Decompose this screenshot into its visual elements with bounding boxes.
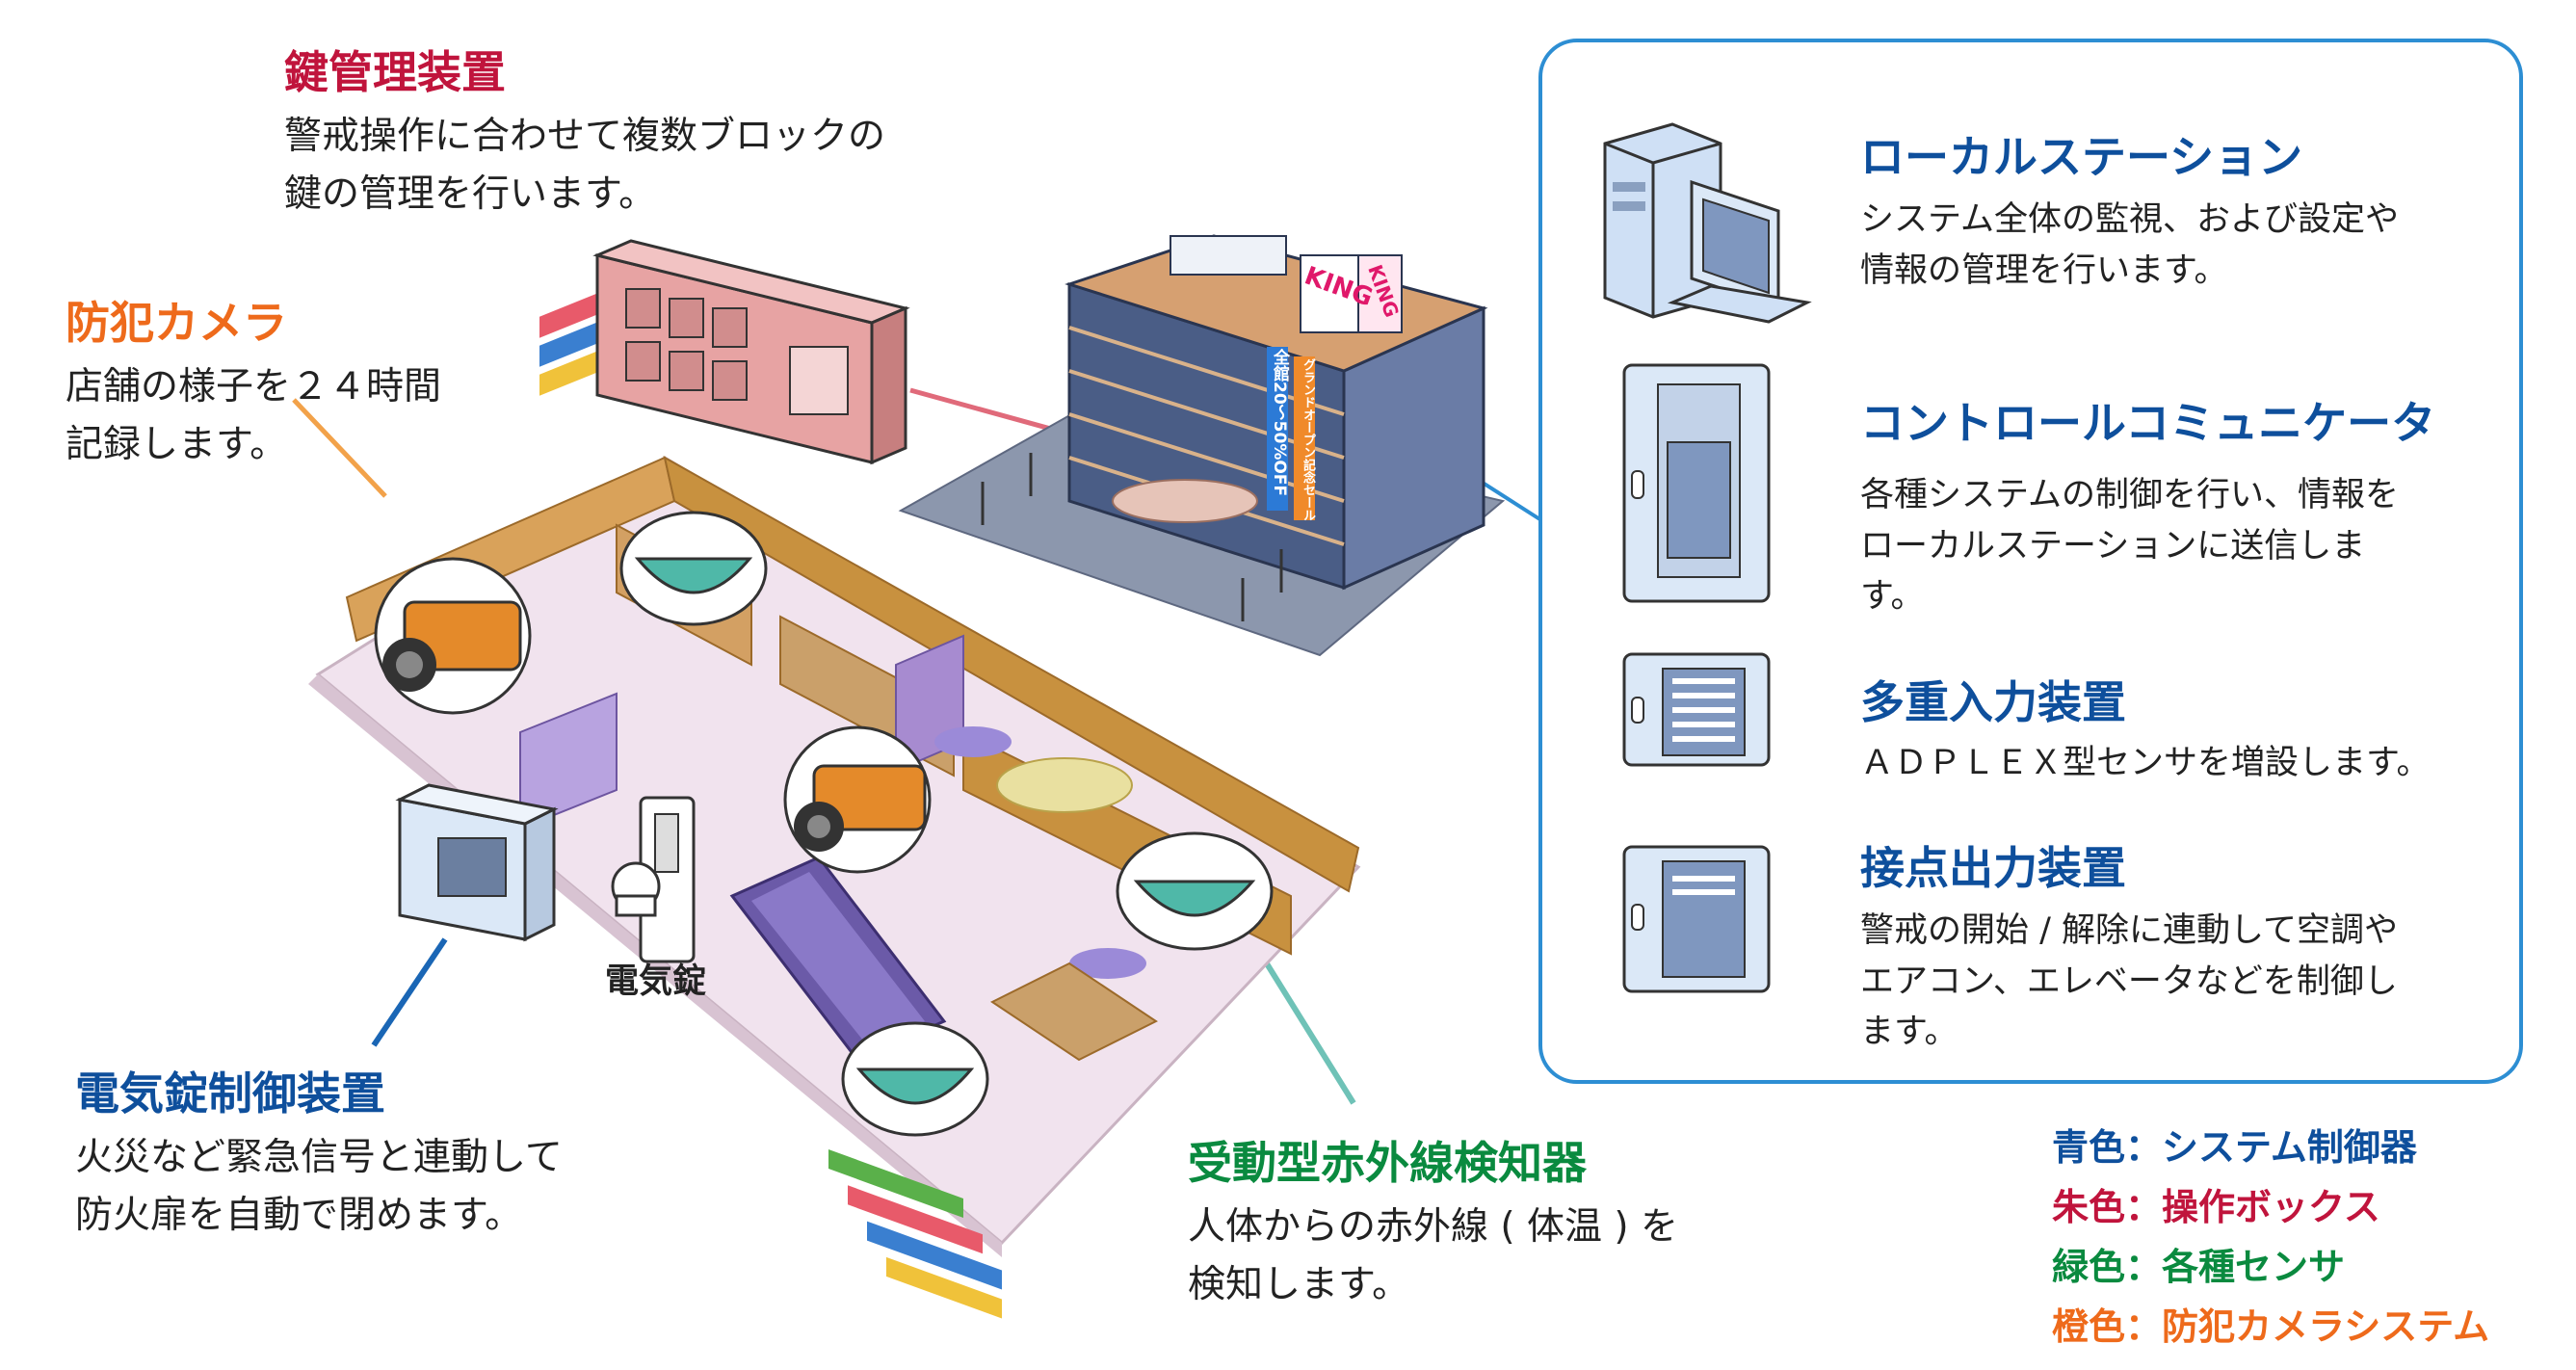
panel-item-title: 接点出力装置 — [1860, 842, 2126, 894]
input-box-icon — [1622, 652, 1771, 767]
key-manager-box-icon — [592, 239, 910, 465]
system-devices-panel: ローカルステーション システム全体の監視、および設定や 情報の管理を行います。 … — [1538, 39, 2523, 1084]
electric-lock-icon — [611, 796, 696, 963]
sale-banner-right: グランドオープン記念セール — [1301, 358, 1315, 521]
computer-icon — [1603, 122, 1812, 324]
department-store-building-icon — [898, 234, 1506, 657]
key-manager-title: 鍵管理装置 — [284, 46, 506, 98]
output-box-icon — [1622, 845, 1771, 993]
camera-title: 防犯カメラ — [66, 297, 287, 349]
electric-lock-label: 電気錠 — [605, 962, 707, 1001]
legend-item: 朱色：操作ボックス — [2052, 1186, 2380, 1228]
panel-item-description: システム全体の監視、および設定や 情報の管理を行います。 — [1860, 200, 2399, 290]
control-cabinet-icon — [1622, 363, 1771, 603]
camera-description: 店舗の様子を２４時間 記録します。 — [66, 365, 442, 467]
shop-floor — [308, 270, 1361, 1319]
legend-item: 緑色：各種センサ — [2052, 1246, 2346, 1288]
lock-controller-title: 電気錠制御装置 — [75, 1067, 385, 1120]
panel-item-title: ローカルステーション — [1860, 131, 2303, 183]
lock-controller-leader-line — [371, 937, 448, 1047]
lock-controller-description: 火災など緊急信号と連動して 防火扉を自動で閉めます。 — [75, 1136, 563, 1238]
panel-item-title: コントロールコミュニケータ — [1860, 397, 2436, 449]
security-camera-icon — [783, 725, 932, 874]
lock-controller-box-icon — [395, 783, 559, 942]
panel-item-description: 各種システムの制御を行い、情報を ローカルステーションに送信しま す。 — [1860, 476, 2399, 616]
camera-leader-line — [292, 398, 387, 498]
pir-sensor-description: 人体からの赤外線 ( 体温 ) を 検知します。 — [1188, 1205, 1679, 1307]
pir-sensor-title: 受動型赤外線検知器 — [1188, 1137, 1587, 1189]
pir-dome-sensor-icon — [1116, 831, 1274, 951]
legend-item: 青色：システム制御器 — [2052, 1126, 2417, 1169]
panel-item-description: 警戒の開始 / 解除に連動して空調や エアコン、エレベータなどを制御し ます。 — [1860, 911, 2398, 1051]
panel-item-description: ＡＤＰＬＥＸ型センサを増設します。 — [1860, 744, 2431, 782]
sale-banner-left: 全館20〜50%OFF — [1270, 349, 1289, 497]
panel-item-title: 多重入力装置 — [1860, 676, 2126, 728]
pir-dome-sensor-icon — [841, 1021, 989, 1137]
key-manager-description: 警戒操作に合わせて複数ブロックの 鍵の管理を行います。 — [284, 115, 886, 217]
pir-dome-sensor-icon — [619, 511, 768, 626]
legend-item: 橙色：防犯カメラシステム — [2052, 1305, 2490, 1348]
security-camera-icon — [374, 557, 532, 715]
